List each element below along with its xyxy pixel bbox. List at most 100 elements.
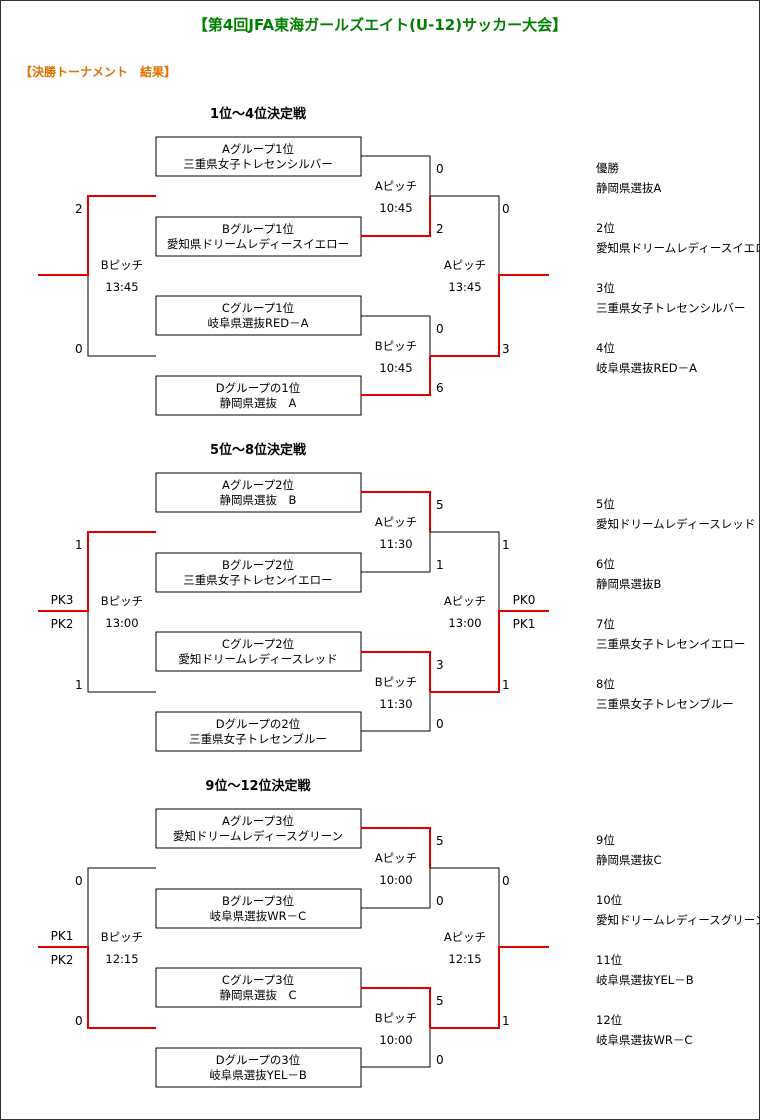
bracket-line bbox=[361, 827, 431, 909]
score: 5 bbox=[436, 994, 444, 1008]
team-name: 愛知県ドリームレディースイエロー bbox=[167, 237, 349, 251]
match-time: 10:00 bbox=[379, 873, 412, 887]
team-group-label: Dグループの3位 bbox=[216, 1053, 300, 1067]
pitch-label: Bピッチ bbox=[375, 675, 417, 689]
score: 1 bbox=[436, 558, 444, 572]
bracket-line bbox=[87, 195, 156, 357]
score: 0 bbox=[436, 1053, 444, 1067]
winner-line bbox=[361, 651, 431, 692]
ranking-team: 三重県女子トレセンイエロー bbox=[596, 637, 745, 651]
section-heading: 1位～4位決定戦 bbox=[210, 106, 307, 122]
bracket-line bbox=[87, 531, 156, 693]
winner-line bbox=[361, 196, 431, 237]
team-box-frame bbox=[155, 631, 362, 672]
match-time: 13:45 bbox=[105, 280, 138, 294]
team-name: 岐阜県選抜YEL－B bbox=[209, 1068, 307, 1082]
pk-score: PK2 bbox=[51, 953, 74, 967]
pitch-label: Aピッチ bbox=[444, 594, 486, 608]
page-subtitle: 【決勝トーナメント 結果】 bbox=[20, 64, 176, 79]
team-box-frame bbox=[155, 472, 362, 513]
team-group-label: Bグループ3位 bbox=[222, 894, 294, 908]
score: 0 bbox=[75, 1014, 83, 1028]
winner-line bbox=[361, 987, 431, 1028]
score: 3 bbox=[436, 658, 444, 672]
ranking-position: 6位 bbox=[596, 557, 615, 571]
score: 0 bbox=[502, 874, 510, 888]
score: 1 bbox=[75, 538, 83, 552]
team-group-label: Dグループの1位 bbox=[216, 381, 300, 395]
ranking-position: 2位 bbox=[596, 221, 615, 235]
ranking-position: 3位 bbox=[596, 281, 615, 295]
winner-line bbox=[38, 946, 156, 1029]
team-box-frame bbox=[155, 136, 362, 177]
ranking-team: 愛知ドリームレディースレッド bbox=[596, 517, 755, 531]
bracket-line bbox=[361, 987, 431, 1068]
winner-line bbox=[430, 610, 549, 693]
score: 2 bbox=[436, 222, 444, 236]
ranking-position: 9位 bbox=[596, 833, 615, 847]
team-box-frame bbox=[155, 888, 362, 929]
match-time: 11:30 bbox=[379, 697, 412, 711]
match-time: 10:00 bbox=[379, 1033, 412, 1047]
pk-score: PK1 bbox=[51, 929, 74, 943]
ranking-team: 静岡県選抜C bbox=[596, 853, 662, 867]
team-name: 三重県女子トレセンブルー bbox=[189, 732, 327, 746]
team-name: 岐阜県選抜WR－C bbox=[210, 909, 306, 923]
score: 6 bbox=[436, 381, 444, 395]
team-name: 岐阜県選抜RED－A bbox=[208, 316, 309, 330]
team-group-label: Cグループ3位 bbox=[222, 973, 294, 987]
ranking-team: 愛知ドリームレディースグリーン bbox=[596, 913, 760, 927]
score: 1 bbox=[502, 1014, 510, 1028]
winner-line bbox=[430, 946, 549, 1029]
team-group-label: Aグループ3位 bbox=[222, 814, 294, 828]
ranking-position: 4位 bbox=[596, 341, 615, 355]
ranking-position: 11位 bbox=[596, 953, 622, 967]
bracket-line bbox=[361, 315, 431, 396]
pitch-label: Bピッチ bbox=[375, 1011, 417, 1025]
match-time: 10:45 bbox=[379, 361, 412, 375]
pitch-label: Aピッチ bbox=[375, 515, 417, 529]
section-heading: 5位～8位決定戦 bbox=[210, 442, 307, 458]
pk-score: PK1 bbox=[513, 617, 536, 631]
team-name: 愛知ドリームレディースレッド bbox=[178, 652, 337, 666]
ranking-team: 静岡県選抜A bbox=[596, 181, 661, 195]
team-group-label: Cグループ1位 bbox=[222, 301, 294, 315]
score: 5 bbox=[436, 834, 444, 848]
team-group-label: Aグループ2位 bbox=[222, 478, 294, 492]
pk-score: PK2 bbox=[51, 617, 74, 631]
team-name: 静岡県選抜 A bbox=[220, 396, 297, 410]
score: 1 bbox=[75, 678, 83, 692]
pitch-label: Aピッチ bbox=[375, 179, 417, 193]
winner-line bbox=[361, 356, 431, 396]
pitch-label: Aピッチ bbox=[444, 258, 486, 272]
winner-line bbox=[361, 827, 431, 868]
ranking-team: 愛知県ドリームレディースイエロー bbox=[596, 241, 760, 255]
team-name: 愛知ドリームレディースグリーン bbox=[173, 829, 343, 843]
team-name: 三重県女子トレセンシルバー bbox=[183, 157, 333, 171]
team-box-frame bbox=[155, 967, 362, 1008]
page-title: 【第4回JFA東海ガールズエイト(U-12)サッカー大会】 bbox=[193, 16, 567, 34]
score: 0 bbox=[75, 342, 83, 356]
score: 0 bbox=[75, 874, 83, 888]
ranking-team: 三重県女子トレセンシルバー bbox=[596, 301, 746, 315]
score: 0 bbox=[436, 894, 444, 908]
team-name: 静岡県選抜 B bbox=[220, 493, 297, 507]
